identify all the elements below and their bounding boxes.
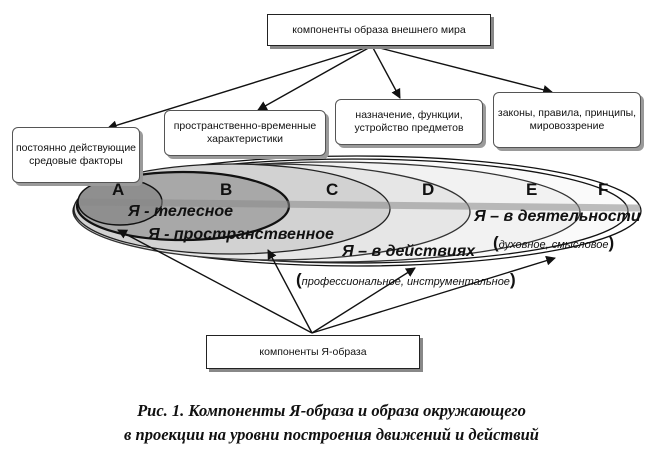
object-purpose-label: назначение, функции, устройство предмето… — [354, 109, 464, 134]
outer-world-components-label: компоненты образа внешнего мира — [292, 23, 466, 36]
laws-principles-label: законы, правила, принципы, мировоззрение — [497, 107, 637, 132]
level-b-letter: B — [220, 180, 233, 199]
level-a-letter: A — [112, 180, 125, 199]
professional-instrumental-sublabel: (профессиональное, инструментальное) — [296, 270, 516, 289]
environment-factors-label: постоянно действующие средовые факторы — [15, 142, 137, 167]
self-bodily-label: Я - телесное — [128, 203, 234, 220]
self-image-components-label: компоненты Я-образа — [259, 345, 367, 358]
self-image-components-box: компоненты Я-образа — [206, 335, 420, 369]
level-c-letter: C — [326, 180, 339, 199]
object-purpose-box: назначение, функции, устройство предмето… — [335, 99, 483, 145]
self-spatial-label: Я - пространственное — [148, 226, 334, 243]
laws-principles-box: законы, правила, принципы, мировоззрение — [493, 92, 641, 148]
level-d-letter: D — [422, 180, 435, 199]
self-in-activity-label: Я – в деятельности — [474, 208, 641, 225]
level-f-letter: F — [598, 180, 609, 199]
figure-caption-line1: Рис. 1. Компоненты Я-образа и образа окр… — [137, 401, 526, 420]
spatiotemporal-box: пространственно-временные характеристики — [164, 110, 326, 156]
self-in-actions-label: Я – в действиях — [342, 243, 476, 260]
environment-factors-box: постоянно действующие средовые факторы — [12, 127, 140, 183]
level-e-letter: E — [526, 180, 538, 199]
figure-caption-line2: в проекции на уровни построения движений… — [124, 425, 539, 444]
spatiotemporal-label: пространственно-временные характеристики — [173, 120, 317, 145]
outer-world-components-box: компоненты образа внешнего мира — [267, 14, 491, 46]
spiritual-meaning-text: духовное, смысловое — [498, 239, 609, 251]
professional-instrumental-text: профессиональное, инструментальное — [301, 276, 510, 288]
axis-line — [79, 198, 641, 212]
spiritual-meaning-sublabel: (духовное, смысловое) — [493, 233, 615, 252]
